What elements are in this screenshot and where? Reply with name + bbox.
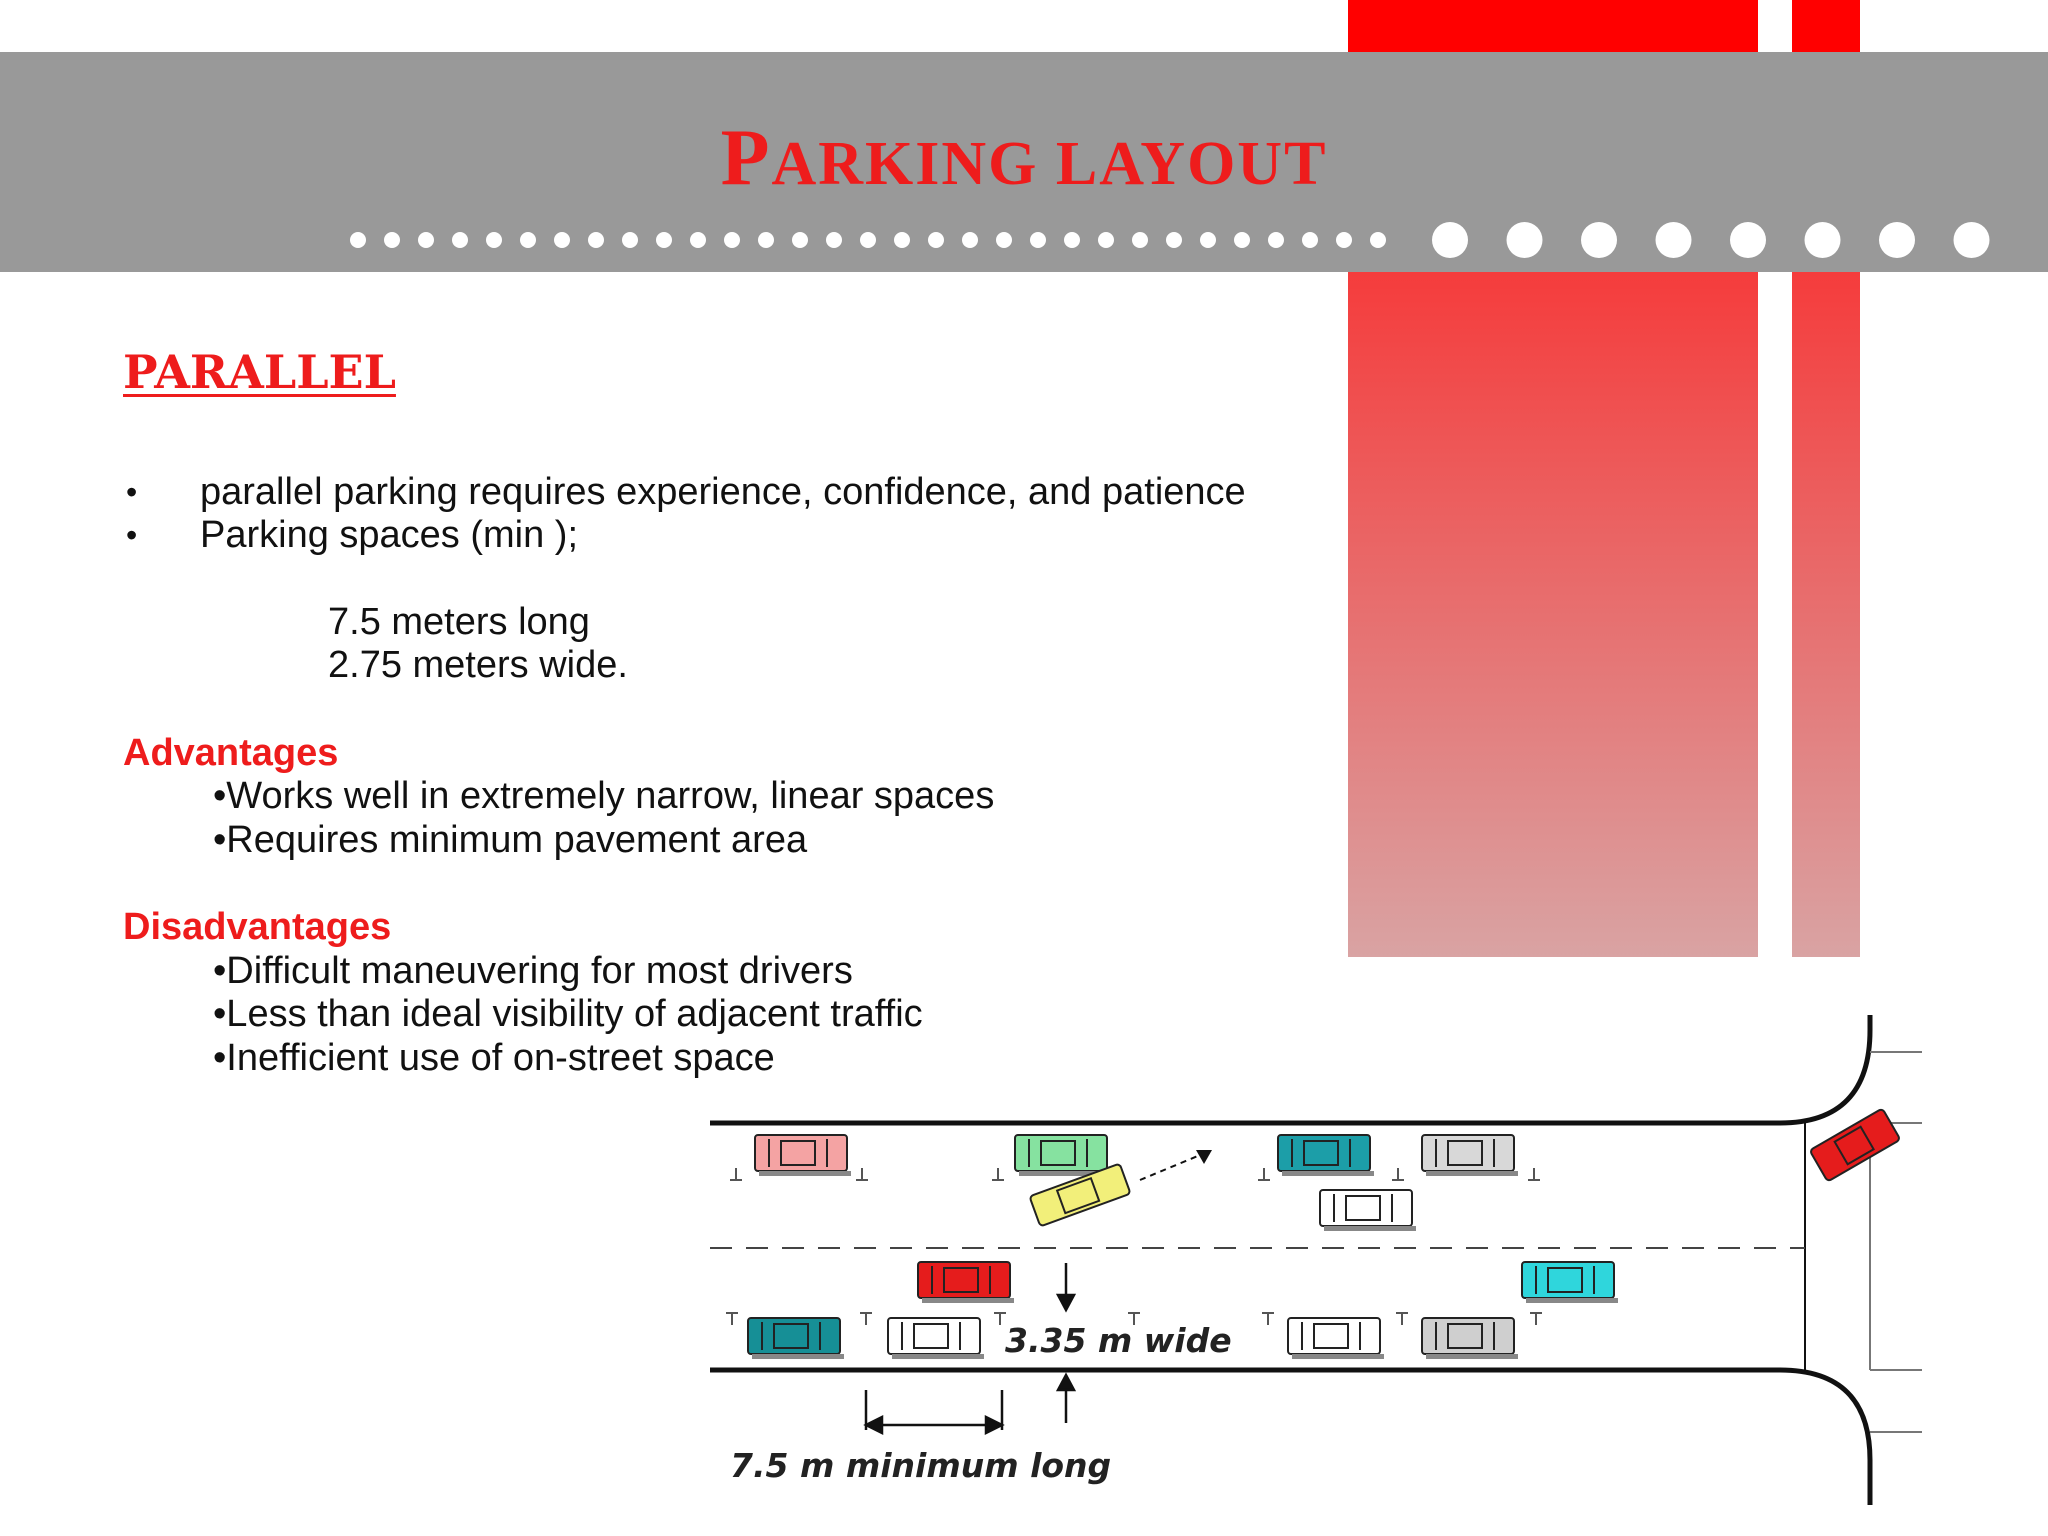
disadvantages-heading: Disadvantages <box>123 906 392 948</box>
divider-dot-large <box>1432 222 1468 258</box>
divider-dot-small <box>1030 232 1046 248</box>
divider-dot-small <box>384 232 400 248</box>
road-top-edge <box>710 1015 1873 1126</box>
divider-dot-small <box>758 232 774 248</box>
divider-dot-small <box>452 232 468 248</box>
decorative-red-bar-top-right <box>1792 0 1860 52</box>
divider-dot-small <box>792 232 808 248</box>
advantages-heading: Advantages <box>123 732 339 774</box>
divider-dot-large <box>1581 222 1617 258</box>
divider-dot-small <box>1234 232 1250 248</box>
dotted-divider <box>350 222 1990 258</box>
divider-dot-large <box>1879 222 1915 258</box>
parked-car-dark-teal <box>747 1317 844 1359</box>
title-initial: P <box>720 114 772 202</box>
divider-dot-small <box>350 232 366 248</box>
title-rest: ARKING LAYOUT <box>771 130 1328 198</box>
space-width: 2.75 meters wide. <box>328 644 628 686</box>
width-label: 3.35 m wide <box>1005 1321 1232 1360</box>
divider-dot-small <box>486 232 502 248</box>
divider-dot-large <box>1506 222 1543 258</box>
title-band <box>0 52 2048 272</box>
advantage-item: •Works well in extremely narrow, linear … <box>213 775 995 817</box>
decorative-red-bar-right <box>1792 272 1860 957</box>
divider-dot-large <box>1730 222 1766 258</box>
parked-car-white <box>887 1317 984 1359</box>
divider-dot-small <box>588 232 604 248</box>
parked-car-white <box>1287 1317 1384 1359</box>
moving-car-cyan <box>1521 1261 1618 1303</box>
disadvantage-item: •Less than ideal visibility of adjacent … <box>213 993 923 1035</box>
divider-dot-small <box>962 232 978 248</box>
width-dimension <box>1055 1263 1077 1423</box>
parked-car-gray <box>1421 1317 1518 1359</box>
divider-dot-small <box>1098 232 1114 248</box>
moving-car-white <box>1319 1189 1416 1231</box>
length-label: 7.5 m minimum long <box>730 1446 1111 1485</box>
decorative-red-bar-top-left <box>1348 0 1758 52</box>
advantage-item: •Requires minimum pavement area <box>213 819 808 861</box>
section-heading: PARALLEL <box>123 345 396 399</box>
divider-dot-large <box>1804 222 1841 258</box>
divider-dot-small <box>1302 232 1318 248</box>
bullet-text: Parking spaces (min ); <box>200 514 579 556</box>
divider-dot-small <box>860 232 876 248</box>
divider-dot-small <box>622 232 638 248</box>
maneuvering-car <box>1029 1163 1131 1227</box>
divider-dot-small <box>724 232 740 248</box>
parked-car-gray <box>1421 1134 1518 1176</box>
decorative-red-bar-left <box>1348 272 1758 957</box>
disadvantage-item: •Difficult maneuvering for most drivers <box>213 950 853 992</box>
bullet-marker: • <box>126 517 138 553</box>
divider-dot-small <box>418 232 434 248</box>
divider-dot-small <box>1370 232 1386 248</box>
divider-dot-small <box>1268 232 1284 248</box>
road-bottom-edge <box>710 1367 1873 1505</box>
divider-dot-small <box>1166 232 1182 248</box>
parallel-parking-diagram: 3.35 m wide 7.5 m minimum long <box>710 1015 1922 1505</box>
divider-dot-small <box>1132 232 1148 248</box>
divider-dot-small <box>928 232 944 248</box>
divider-dot-small <box>1200 232 1216 248</box>
divider-dot-small <box>996 232 1012 248</box>
divider-dot-small <box>690 232 706 248</box>
divider-dot-small <box>1064 232 1080 248</box>
moving-car-red <box>917 1261 1014 1303</box>
divider-dot-small <box>520 232 536 248</box>
space-length: 7.5 meters long <box>328 601 590 643</box>
turning-car <box>1810 1108 1900 1182</box>
divider-dot-small <box>1336 232 1352 248</box>
bullet-marker: • <box>126 474 138 510</box>
divider-dot-small <box>554 232 570 248</box>
divider-dot-large <box>1953 222 1990 258</box>
slide-title: PARKING LAYOUT <box>0 118 2048 198</box>
divider-dot-large <box>1655 222 1692 258</box>
parked-car-teal <box>1277 1134 1374 1176</box>
direction-arrow <box>1139 1152 1206 1181</box>
bullet-text: parallel parking requires experience, co… <box>200 471 1246 513</box>
divider-dot-small <box>894 232 910 248</box>
disadvantage-item: •Inefficient use of on-street space <box>213 1037 775 1079</box>
parked-car-pink <box>754 1134 851 1176</box>
length-dimension <box>863 1390 1005 1436</box>
parked-car-green <box>1014 1134 1111 1176</box>
divider-dot-small <box>656 232 672 248</box>
divider-dot-small <box>826 232 842 248</box>
